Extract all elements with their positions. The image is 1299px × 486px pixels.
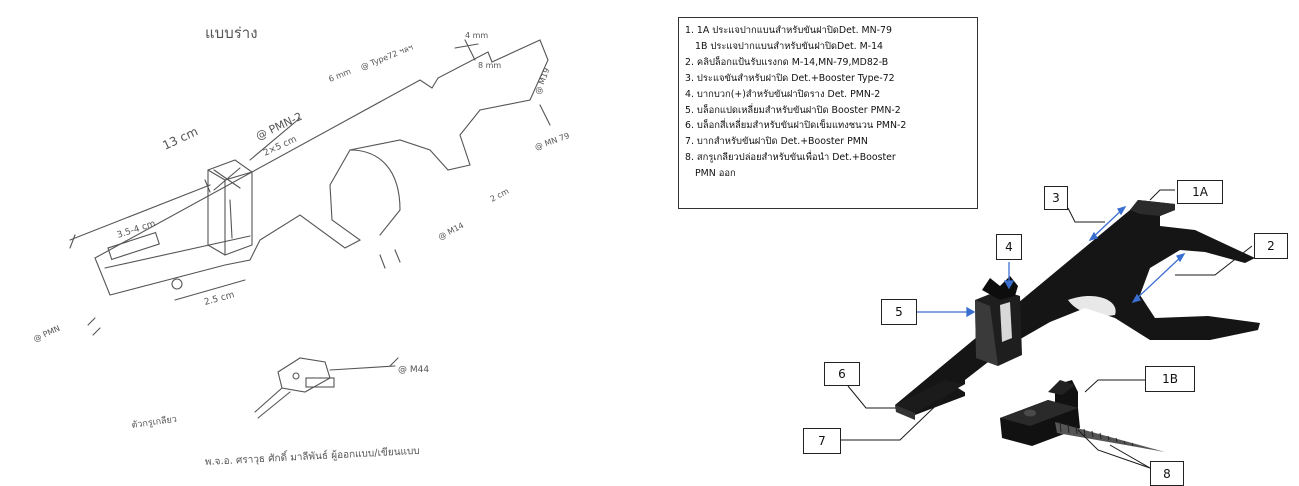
tool-render bbox=[840, 189, 1260, 469]
legend-item-8: 8. สกรูเกลียวปล่อยสำหรับขันเพื่อนำ Det.+… bbox=[685, 152, 896, 164]
legend-item-3: 3. ประแจขันสำหรับฝาปิด Det.+Booster Type… bbox=[685, 72, 895, 84]
legend-item-4: 4. บากบวก(+)สำหรับขันฝาปิดราง Det. PMN-2 bbox=[685, 88, 881, 100]
sketch-label-screw: ตัวกรูเกลียว bbox=[131, 414, 178, 431]
legend-item-2: 2. คลิปล็อกแป้นรับแรงกด M-14,MN-79,MD82-… bbox=[685, 56, 889, 68]
legend-item-1b: 1B ประแจปากแบนสำหรับขันฝาปิดDet. M-14 bbox=[695, 40, 884, 52]
sketch-label-m14: @ M14 bbox=[437, 221, 466, 242]
callout-4: 4 bbox=[996, 234, 1022, 260]
block-1b bbox=[1000, 380, 1080, 446]
callout-1a: 1A bbox=[1177, 180, 1223, 204]
legend-item-8-cont: PMN ออก bbox=[695, 168, 736, 180]
callout-8: 8 bbox=[1150, 461, 1184, 486]
sketch-label-type72: @ Type72 ฯลฯ bbox=[359, 43, 414, 72]
sketch-label-4mm: 4 mm bbox=[465, 31, 488, 40]
dimension-arrows bbox=[917, 205, 1186, 318]
sketch-label-m44: @ M44 bbox=[398, 365, 429, 375]
sketch-label-25: 2.5 cm bbox=[203, 290, 235, 308]
hand-sketch: แบบร่าง 13 cm @ PMN-2 2×5 cm 6 mm @ Type… bbox=[32, 24, 571, 468]
sketch-label-m19: @ M19 bbox=[533, 67, 551, 96]
callout-3: 3 bbox=[1044, 186, 1068, 210]
legend-item-5: 5. บล็อกแปดเหลี่ยมสำหรับขันฝาปิด Booster… bbox=[685, 104, 901, 116]
callout-6: 6 bbox=[824, 362, 860, 386]
callout-7: 7 bbox=[803, 428, 841, 454]
leader-lines bbox=[840, 189, 1253, 469]
legend-item-7: 7. บากสำหรับขันฝาปิด Det.+Booster PMN bbox=[685, 136, 868, 148]
sketch-label-35: 3.5-4 cm bbox=[116, 219, 157, 241]
callout-2: 2 bbox=[1254, 233, 1288, 259]
sketch-footer: พ.จ.อ. ศราวุธ ศักดิ์ มาลีพันธ์ ผู้ออกแบบ… bbox=[204, 443, 420, 468]
legend-item-6: 6. บล็อกสี่เหลี่ยมสำหรับขันฝาปิดเข็มแทงช… bbox=[685, 120, 907, 132]
legend-item-1a: 1. 1A ประแจปากแบนสำหรับขันฝาปิดDet. MN-7… bbox=[685, 25, 892, 36]
callout-5: 5 bbox=[881, 299, 917, 325]
sketch-label-length: 13 cm bbox=[160, 124, 200, 152]
callout-1b: 1B bbox=[1145, 366, 1195, 392]
legend-box: 1. 1A ประแจปากแบนสำหรับขันฝาปิดDet. MN-7… bbox=[678, 17, 978, 209]
sketch-label-8mm: 8 mm bbox=[478, 61, 501, 70]
sketch-label-2cm: 2 cm bbox=[489, 186, 511, 203]
tool-body bbox=[895, 200, 1260, 420]
screw-8 bbox=[1055, 421, 1165, 452]
sketch-label-pmn: @ PMN bbox=[32, 324, 61, 344]
sketch-label-mn79: @ MN 79 bbox=[534, 131, 571, 152]
sketch-label-6mm: 6 mm bbox=[327, 67, 352, 84]
sketch-label-pmn2: @ PMN-2 bbox=[254, 110, 305, 143]
sketch-title: แบบร่าง bbox=[205, 24, 258, 42]
